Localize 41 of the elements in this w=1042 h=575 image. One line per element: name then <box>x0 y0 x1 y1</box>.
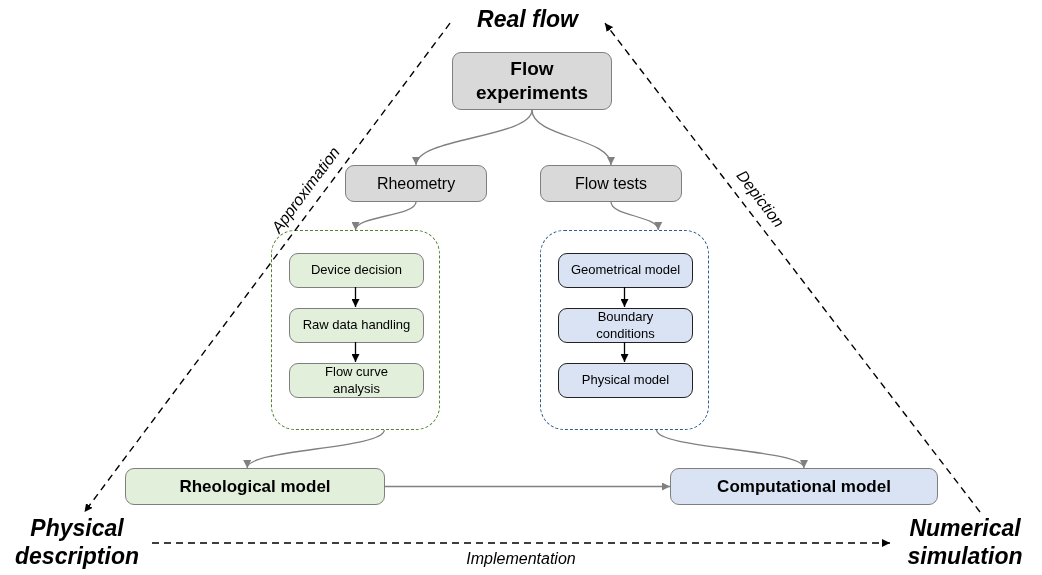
box-label: Device decision <box>310 262 402 279</box>
arrow <box>414 109 533 166</box>
corner-heading: Physical description <box>2 512 152 574</box>
edge-label: Implementation <box>466 550 576 568</box>
arrow <box>384 482 671 491</box>
step-box <box>289 253 424 288</box>
arrow <box>610 201 660 231</box>
corner-heading: Real flow <box>450 4 605 36</box>
model-box <box>670 468 938 505</box>
box-label: Flow experiments <box>475 57 589 105</box>
dashed-arrow <box>604 22 981 513</box>
box-label: Flow tests <box>575 173 647 194</box>
step-box <box>558 253 693 288</box>
box-label: Physical model <box>581 372 670 389</box>
step-box <box>558 308 693 343</box>
arrow <box>620 286 629 308</box>
dashed-arrow <box>151 539 891 547</box>
box-label: Computational model <box>717 475 891 498</box>
arrow <box>620 341 629 363</box>
box-label: Rheometry <box>376 173 456 194</box>
arrow <box>351 341 360 363</box>
process-box <box>345 165 487 202</box>
corner-heading: Numerical simulation <box>890 512 1040 574</box>
process-box <box>452 52 612 110</box>
arrow <box>246 429 385 469</box>
arrow <box>655 429 805 469</box>
process-box <box>540 165 682 202</box>
box-label: Raw data handling <box>302 317 411 334</box>
box-label: Geometrical model <box>570 262 681 279</box>
dashed-arrow <box>83 22 451 513</box>
arrow <box>531 109 613 166</box>
step-box <box>558 363 693 398</box>
box-label: Rheological model <box>179 475 331 498</box>
model-box <box>125 468 385 505</box>
box-label: Boundary conditions <box>595 309 656 342</box>
step-box <box>289 308 424 343</box>
step-box <box>289 363 424 398</box>
arrow <box>351 286 360 308</box>
box-label: Flow curve analysis <box>324 364 389 397</box>
arrow <box>354 201 417 231</box>
dashed-group-frame <box>540 230 709 430</box>
